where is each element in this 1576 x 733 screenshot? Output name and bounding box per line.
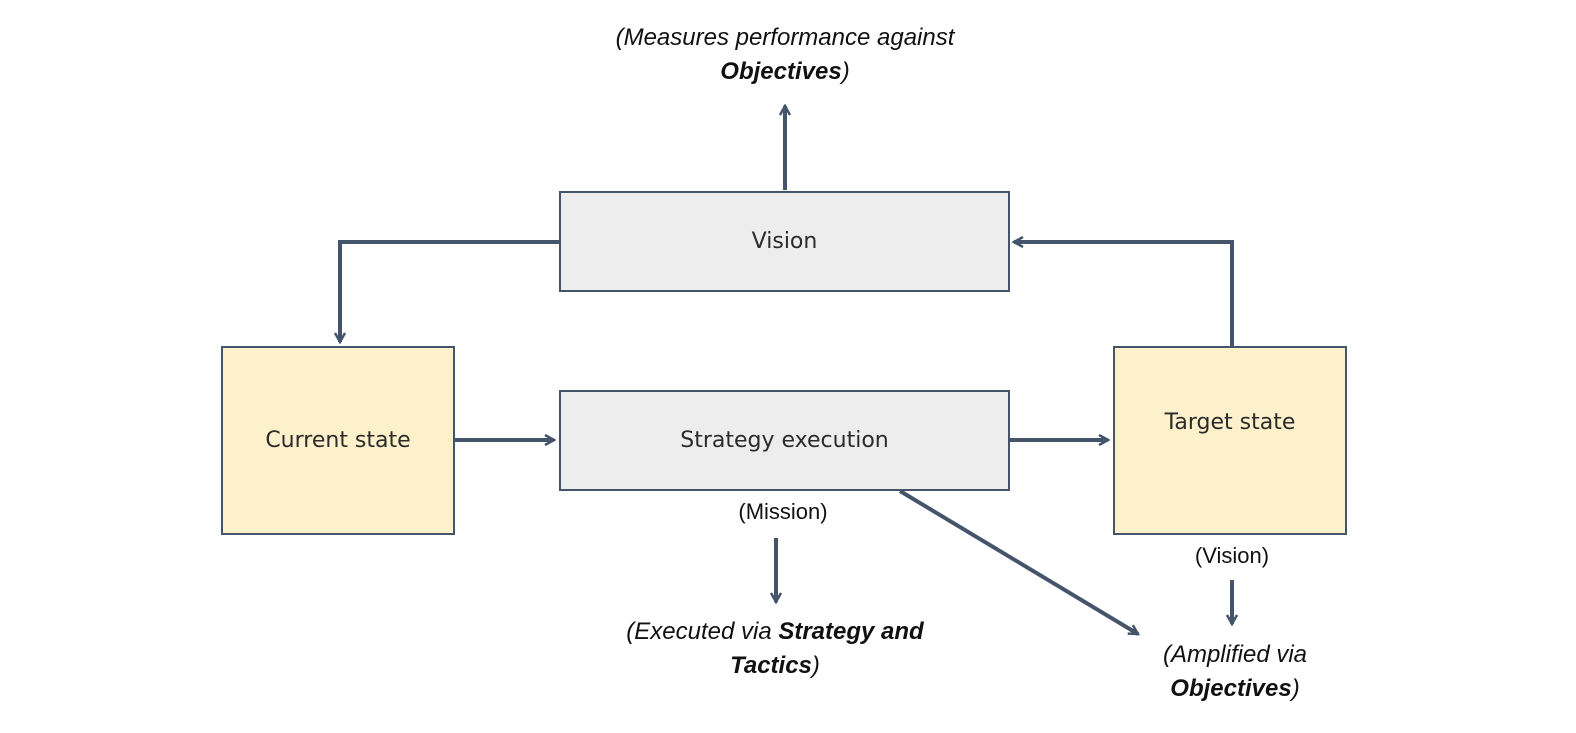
top-note: (Measures performance against Objectives… <box>560 21 1010 89</box>
executed-note-line1: (Executed via Strategy and <box>580 615 970 649</box>
vision-box-label: Vision <box>751 229 818 254</box>
executed-note-close: ) <box>811 652 820 679</box>
arrow-vision-to-current-state <box>340 240 560 342</box>
executed-note-open: (Executed via <box>626 618 779 645</box>
executed-note: (Executed via Strategy and Tactics) <box>580 615 970 683</box>
amplified-note-line2: Objectives) <box>1110 672 1360 706</box>
strategy-execution-label: Strategy execution <box>680 428 889 453</box>
vision-label: (Vision) <box>1194 543 1270 568</box>
executed-note-strategy: Strategy and <box>778 618 924 645</box>
target-state-box: Target state <box>1113 346 1347 535</box>
executed-note-line2: Tactics) <box>580 649 970 683</box>
target-state-label: Target state <box>1164 410 1296 435</box>
amplified-note-line1: (Amplified via <box>1162 641 1308 668</box>
current-state-box: Current state <box>221 346 455 535</box>
vision-box: Vision <box>559 191 1010 292</box>
mission-label: (Mission) <box>738 499 828 524</box>
amplified-note: (Amplified via Objectives) <box>1110 638 1360 706</box>
amplified-note-close: ) <box>1291 675 1300 702</box>
top-note-objectives: Objectives <box>720 58 842 85</box>
top-note-close: ) <box>841 58 850 85</box>
arrow-target-to-vision <box>1014 242 1234 347</box>
top-note-line2: Objectives) <box>560 55 1010 89</box>
top-note-line1: (Measures performance against <box>615 24 955 51</box>
arrow-strategy-to-amplified-note <box>898 489 1138 636</box>
current-state-label: Current state <box>265 428 411 453</box>
executed-note-tactics: Tactics <box>730 652 812 679</box>
strategy-execution-box: Strategy execution <box>559 390 1010 491</box>
amplified-note-objectives: Objectives <box>1170 675 1292 702</box>
